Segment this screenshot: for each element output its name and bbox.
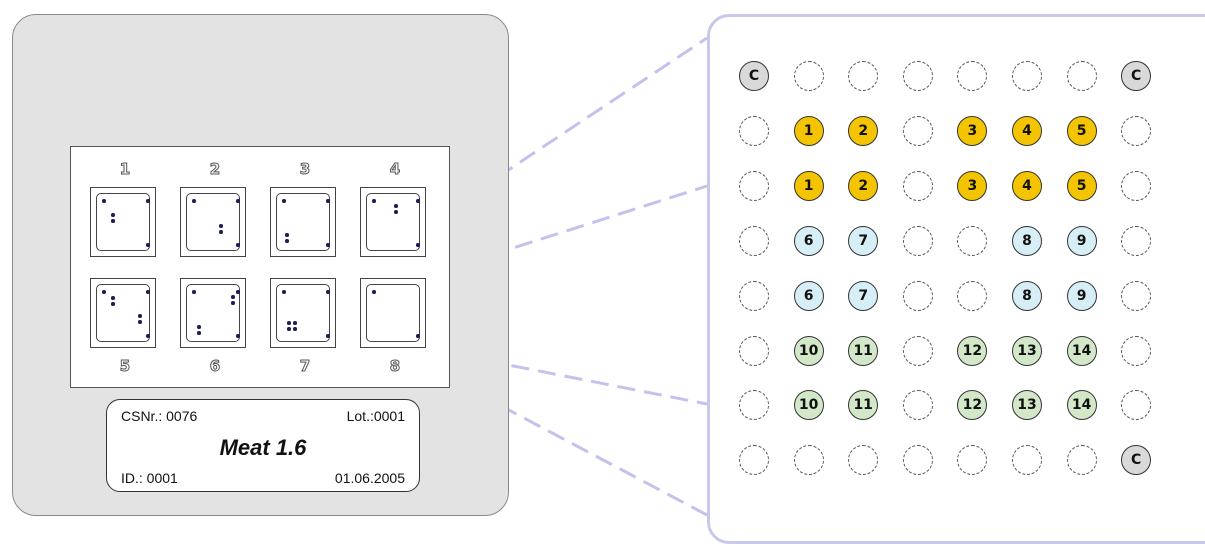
sample-well: 11: [848, 390, 879, 421]
chip-label: CSNr.: 0076 Lot.:0001 Meat 1.6 ID.: 0001…: [106, 399, 420, 492]
sample-well: 2: [848, 115, 879, 146]
sample-well: 5: [1066, 170, 1097, 201]
sample-well: 9: [1066, 225, 1097, 256]
chamber-number: 5: [119, 357, 131, 376]
id-text: ID.: 0001: [121, 470, 178, 486]
product-title: Meat 1.6: [219, 435, 307, 460]
empty-well: [957, 61, 988, 91]
empty-well: [739, 280, 769, 311]
sample-well: 13: [1012, 335, 1042, 366]
sample-well: 5: [1066, 115, 1097, 146]
chamber-1: [90, 187, 156, 257]
chamber-7: [270, 278, 336, 348]
empty-well: [957, 280, 988, 311]
empty-well: [848, 445, 879, 476]
control-well: C: [1121, 445, 1152, 476]
control-well: C: [739, 61, 769, 91]
chamber-number: 1: [119, 160, 131, 179]
sample-well: 1: [793, 115, 824, 146]
empty-well: [739, 225, 769, 256]
chamber-array: 1 2 3 4: [70, 146, 450, 388]
empty-well: [902, 335, 933, 366]
empty-well: [1012, 445, 1042, 476]
empty-well: [902, 225, 933, 256]
sample-well: 1: [793, 170, 824, 201]
chamber-2: [180, 187, 246, 257]
chamber-number: 4: [389, 160, 401, 179]
date-text: 01.06.2005: [334, 470, 405, 486]
empty-well: [1121, 390, 1152, 421]
sample-well: 8: [1012, 280, 1042, 311]
chamber-number: 7: [299, 357, 311, 376]
connector-line: [431, 348, 708, 406]
chamber-number: 8: [389, 357, 401, 376]
empty-well: [902, 390, 933, 421]
empty-well: [1012, 61, 1042, 91]
empty-well: [1121, 335, 1152, 366]
empty-well: [1066, 445, 1097, 476]
lot-text: Lot.:0001: [346, 408, 405, 424]
empty-well: [902, 280, 933, 311]
empty-well: [1121, 170, 1152, 201]
empty-well: [1121, 115, 1152, 146]
sample-well: 13: [1012, 390, 1042, 421]
sample-well: 10: [793, 390, 824, 421]
empty-well: [957, 445, 988, 476]
empty-well: [902, 61, 933, 91]
chamber-4: [360, 187, 426, 257]
empty-well: [902, 115, 933, 146]
sample-well: 2: [848, 170, 879, 201]
sample-well: 9: [1066, 280, 1097, 311]
sample-well: 12: [957, 390, 988, 421]
sample-well: 7: [848, 280, 879, 311]
sample-well: 12: [957, 335, 988, 366]
empty-well: [793, 445, 824, 476]
empty-well: [957, 225, 988, 256]
chamber-number: 3: [299, 160, 311, 179]
chamber-8: [360, 278, 426, 348]
chamber-3: [270, 187, 336, 257]
chamber-5: [90, 278, 156, 348]
empty-well: [739, 390, 769, 421]
sample-well: 6: [793, 225, 824, 256]
empty-well: [739, 115, 769, 146]
sample-well: 4: [1012, 115, 1042, 146]
sample-well: 14: [1066, 335, 1097, 366]
sample-well: 10: [793, 335, 824, 366]
empty-well: [739, 445, 769, 476]
empty-well: [1121, 280, 1152, 311]
chamber-6: [180, 278, 246, 348]
empty-well: [739, 335, 769, 366]
chamber-number: 6: [209, 357, 221, 376]
empty-well: [1066, 61, 1097, 91]
empty-well: [848, 61, 879, 91]
sample-well: 4: [1012, 170, 1042, 201]
csnr-text: CSNr.: 0076: [121, 408, 198, 424]
empty-well: [902, 445, 933, 476]
connector-line: [437, 184, 708, 274]
control-well: C: [1121, 61, 1152, 91]
empty-well: [793, 61, 824, 91]
empty-well: [739, 170, 769, 201]
sample-well: 3: [957, 115, 988, 146]
empty-well: [902, 170, 933, 201]
sample-well: 7: [848, 225, 879, 256]
empty-well: [1121, 225, 1152, 256]
sample-well: 11: [848, 335, 879, 366]
sample-well: 14: [1066, 390, 1097, 421]
sample-well: 8: [1012, 225, 1042, 256]
chamber-number: 2: [209, 160, 221, 179]
sample-well: 3: [957, 170, 988, 201]
sample-well: 6: [793, 280, 824, 311]
